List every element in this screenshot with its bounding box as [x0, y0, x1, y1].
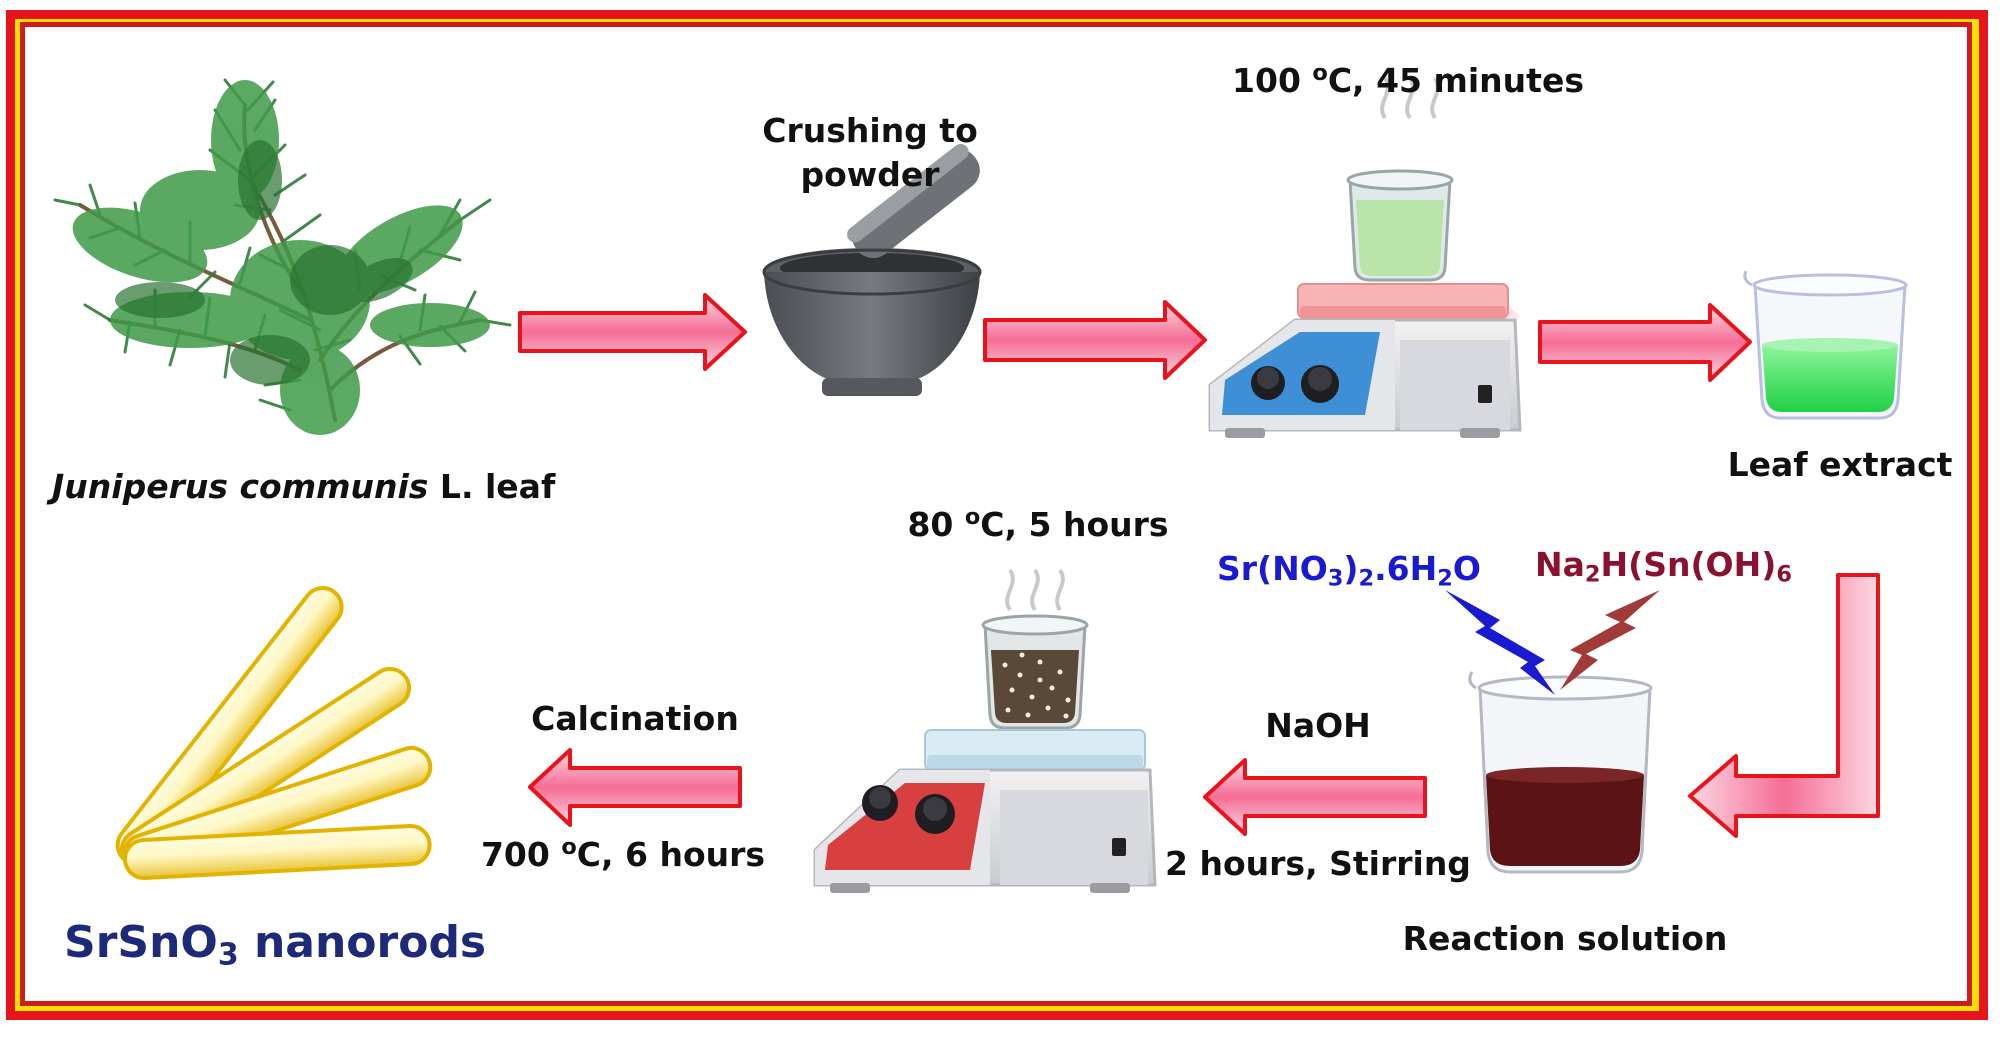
product-sub-b: 3 — [217, 937, 239, 973]
na-reagent-label: Na2H(Sn(OH)6 — [1535, 545, 1792, 586]
arrow-extract-to-reaction — [1688, 573, 1880, 838]
sr-part-g: O — [1452, 549, 1481, 588]
degree-symbol: o — [964, 504, 981, 530]
sr-part-c: ) — [1343, 549, 1359, 588]
leaf-extract-label: Leaf extract — [1727, 445, 1953, 484]
sr-sub-b: 3 — [1327, 565, 1344, 592]
hotplate-stirrer-red-icon — [813, 568, 1157, 893]
heat-condition-1-label: 100 oC, 45 minutes — [1232, 62, 1584, 100]
leaf-suffix: L. leaf — [428, 467, 556, 506]
calc-temp: 700 — [480, 835, 562, 874]
beaker-green-icon — [1743, 270, 1908, 420]
nanorods-icon — [115, 586, 433, 881]
na-sub-b: 2 — [1584, 561, 1601, 588]
lightning-arrow-icon — [1445, 590, 1660, 695]
calcination-label: Calcination — [531, 699, 739, 738]
juniper-branch-icon — [53, 78, 512, 435]
sr-sub-f: 2 — [1437, 565, 1453, 592]
reaction-solution-label: Reaction solution — [1402, 919, 1728, 958]
degree-symbol: o — [1312, 60, 1328, 86]
sr-part-e: .6H — [1374, 549, 1438, 588]
na-part-c: H(Sn(OH) — [1600, 545, 1777, 584]
na-sub-d: 6 — [1776, 561, 1792, 588]
arrow-reaction-to-hotplate — [1203, 758, 1427, 836]
product-part-c: nanorods — [238, 917, 487, 968]
arrow-leaf-to-mortar — [518, 293, 747, 371]
calc-unit: C, 6 hours — [576, 835, 766, 874]
beaker-brown-icon — [1468, 671, 1653, 874]
product-part-a: SrSnO — [64, 917, 218, 968]
leaf-species-name: Juniperus communis — [52, 467, 429, 506]
heat-2-unit: C, 5 hours — [980, 505, 1169, 544]
calcination-condition-label: 700 oC, 6 hours — [481, 836, 765, 874]
arrow-mortar-to-hotplate — [983, 300, 1207, 380]
heat-2-temp: 80 — [907, 505, 965, 544]
hotplate-stirrer-blue-icon — [1208, 76, 1522, 438]
product-label: SrSnO3 nanorods — [64, 917, 487, 970]
leaf-label: Juniperus communis L. leaf — [52, 468, 555, 506]
heat-1-temp: 100 — [1232, 61, 1313, 100]
crushing-label-line2: powder — [800, 155, 940, 194]
sr-part-a: Sr(NO — [1217, 549, 1328, 588]
mortar-pestle-icon — [762, 143, 982, 396]
sr-reagent-label: Sr(NO3)2.6H2O — [1217, 549, 1481, 590]
heat-condition-2-label: 80 oC, 5 hours — [907, 506, 1168, 544]
arrow-hotplate-to-extract — [1538, 303, 1752, 382]
stirring-label: 2 hours, Stirring — [1165, 844, 1471, 883]
na-part-a: Na — [1535, 545, 1585, 584]
heat-1-unit: C, 45 minutes — [1327, 61, 1584, 100]
crushing-label-line1: Crushing to — [762, 111, 978, 150]
sr-sub-d: 2 — [1358, 565, 1375, 592]
arrow-hotplate-to-nanorods — [528, 748, 742, 827]
naoh-label: NaOH — [1265, 706, 1371, 745]
degree-symbol: o — [561, 834, 577, 860]
